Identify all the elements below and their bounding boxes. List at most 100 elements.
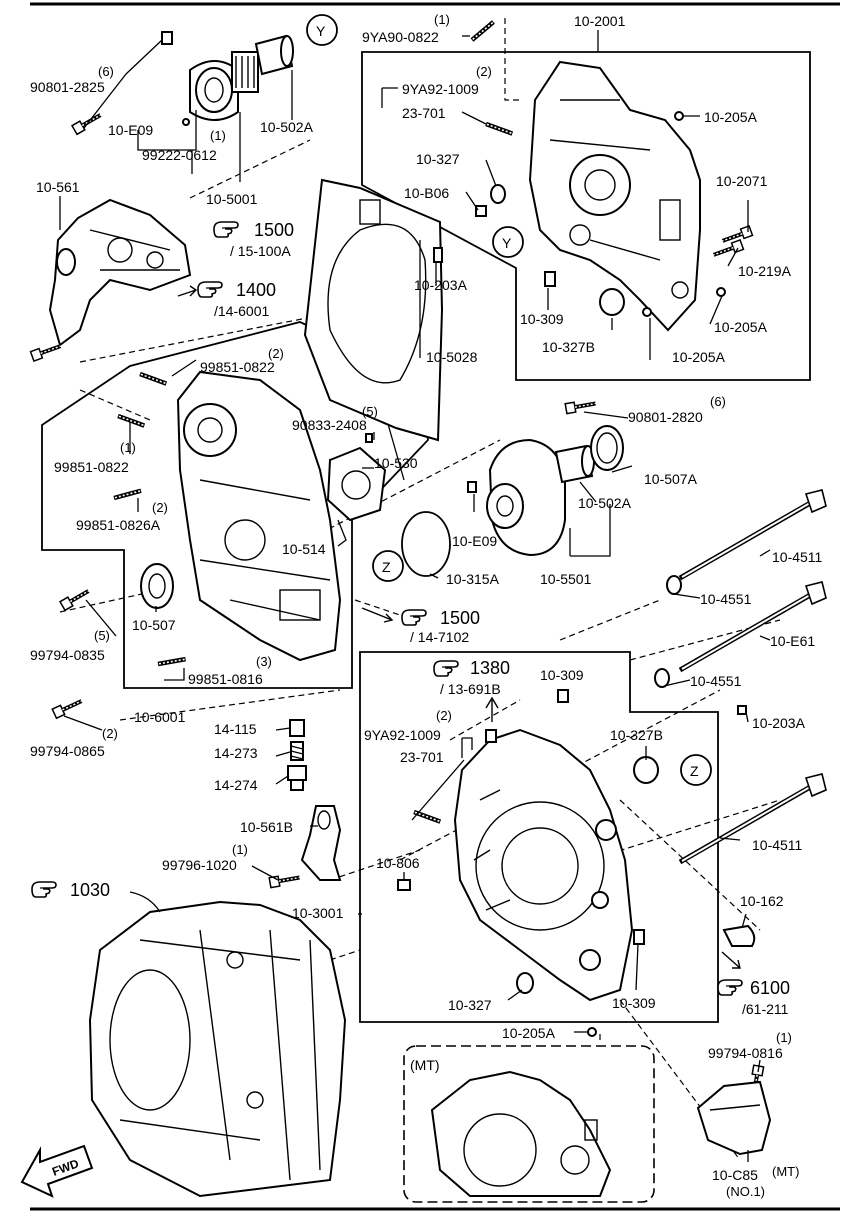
label-10-c85-no: (NO.1)	[726, 1184, 765, 1199]
cover-10-c85	[696, 1080, 772, 1156]
label-99851-0826a: 99851-0826A	[76, 517, 161, 533]
plug-10-327b-mid	[633, 756, 659, 784]
stud-9ya90	[472, 22, 493, 40]
label-10-4511-a: 10-4511	[772, 549, 823, 565]
hand-pointer-icon-1400	[197, 281, 223, 298]
washer-10-4551-a	[666, 575, 682, 595]
label-99794-0865: 99794-0865	[30, 743, 105, 759]
plug-10-327-top	[490, 184, 506, 204]
label-10-205a-low: 10-205A	[502, 1025, 556, 1041]
label-10-2071: 10-2071	[716, 173, 768, 189]
seal-10-507a	[590, 425, 624, 471]
z-marker-mid	[372, 550, 404, 582]
label-10-5501: 10-5501	[540, 571, 592, 587]
stud-99851-0816	[158, 659, 186, 664]
label-10-205a-a: 10-205A	[704, 109, 758, 125]
label-10-309-top: 10-309	[520, 311, 564, 327]
label-10-309-mid: 10-309	[540, 667, 584, 683]
labels: (1) 9YA90-0822 10-2001 Y (6) 90801-2825 …	[30, 12, 823, 1199]
label-99851-0826a-qty: (2)	[152, 500, 168, 515]
mt-housing-part	[430, 1070, 612, 1197]
pin-10-309-mid	[557, 689, 569, 703]
hand-pointer-icon-1380	[433, 660, 459, 677]
rear-housing-box	[361, 51, 811, 381]
label-10-4551-a: 10-4551	[700, 591, 752, 607]
label-90833: 90833-2408	[292, 417, 367, 433]
label-23-701-mid: 23-701	[400, 749, 444, 765]
label-10-e61: 10-E61	[770, 633, 815, 649]
front-housing-box	[359, 651, 719, 1023]
label-10-561: 10-561	[36, 179, 80, 195]
ref-1500-b-sub: / 14-7102	[410, 629, 469, 645]
plug-10-205a-c	[642, 307, 652, 317]
label-10-4511-b: 10-4511	[752, 837, 803, 853]
label-99222: 99222-0612	[142, 147, 217, 163]
front-housing-part	[453, 728, 634, 1002]
cover-10-530	[326, 446, 387, 522]
ref-1380-sub: / 13-691B	[440, 681, 501, 697]
label-mt: (MT)	[410, 1057, 440, 1073]
marker-z-mid: Z	[382, 559, 391, 575]
label-9ya92-top-qty: (2)	[476, 64, 492, 79]
seal-10-507	[140, 563, 174, 609]
spring-14-273	[290, 741, 304, 761]
label-10-507: 10-507	[132, 617, 176, 633]
hand-pointer-icon-1500a	[213, 221, 239, 238]
label-10-806: 10-806	[376, 855, 420, 871]
hand-pointer-icon-1500b	[401, 609, 427, 626]
bolt-90801-2820	[563, 396, 599, 416]
y-marker-top	[306, 14, 338, 46]
label-10-309-low: 10-309	[612, 995, 656, 1011]
ref-1380: 1380	[470, 658, 510, 678]
mt-sub-box	[403, 1045, 655, 1203]
stud-9ya92-top	[486, 124, 512, 134]
pin-10-e09-mid	[467, 481, 477, 493]
bushing-part-mid	[554, 444, 595, 484]
bushing-part-top	[254, 34, 294, 76]
ref-1400-sub: /14-6001	[214, 303, 269, 319]
bracket-10-561b	[300, 805, 342, 881]
label-99851-0816-qty: (3)	[256, 654, 272, 669]
label-10-2001: 10-2001	[574, 13, 626, 29]
ref-1400: 1400	[236, 280, 276, 300]
valve-14-115	[289, 719, 305, 737]
label-10-e09-top: 10-E09	[108, 122, 153, 138]
ref-6100: 6100	[750, 978, 790, 998]
hand-pointer-icon-6100	[717, 979, 743, 996]
leader-lines	[59, 30, 771, 1162]
label-14-115: 14-115	[214, 721, 257, 737]
label-9ya92-mid: 9YA92-1009	[364, 727, 441, 743]
label-10-514: 10-514	[282, 541, 326, 557]
label-10-162: 10-162	[740, 893, 784, 909]
label-10-327-low: 10-327	[448, 997, 492, 1013]
label-9ya90-qty: (1)	[434, 12, 450, 27]
bolt-bracket	[28, 339, 65, 364]
label-99222-qty: (1)	[210, 128, 226, 143]
label-14-274: 14-274	[214, 777, 258, 793]
label-10-b06-top: 10-B06	[404, 185, 449, 201]
tension-bolt-10-e61	[678, 581, 827, 673]
label-10-5001: 10-5001	[206, 191, 258, 207]
pin-13-691b	[485, 729, 497, 743]
label-10-205a-b: 10-205A	[714, 319, 768, 335]
oil-pump-part	[486, 438, 566, 557]
stud-99851-0822-b	[118, 416, 144, 426]
pin-10-806	[397, 879, 411, 891]
gasket-10-5028	[303, 178, 444, 442]
label-10-502a-mid: 10-502A	[578, 495, 632, 511]
plug-10-205a-b	[716, 287, 726, 297]
hand-pointer-icon-1030	[31, 881, 57, 898]
label-90801-2825-qty: (6)	[98, 64, 114, 79]
label-90801-2820-qty: (6)	[710, 394, 726, 409]
plug-14-274	[287, 765, 307, 791]
bolt-99794-0865	[50, 694, 86, 721]
marker-y-mid: Y	[502, 235, 512, 251]
label-10-203a-top: 10-203A	[414, 277, 468, 293]
label-99794-0835-qty: (5)	[94, 628, 110, 643]
pin-10-203a-top	[433, 247, 443, 263]
plug-10-327-low	[516, 972, 534, 994]
label-10-507a: 10-507A	[644, 471, 698, 487]
label-90801-2820: 90801-2820	[628, 409, 703, 425]
fitting-10-162	[722, 924, 756, 947]
